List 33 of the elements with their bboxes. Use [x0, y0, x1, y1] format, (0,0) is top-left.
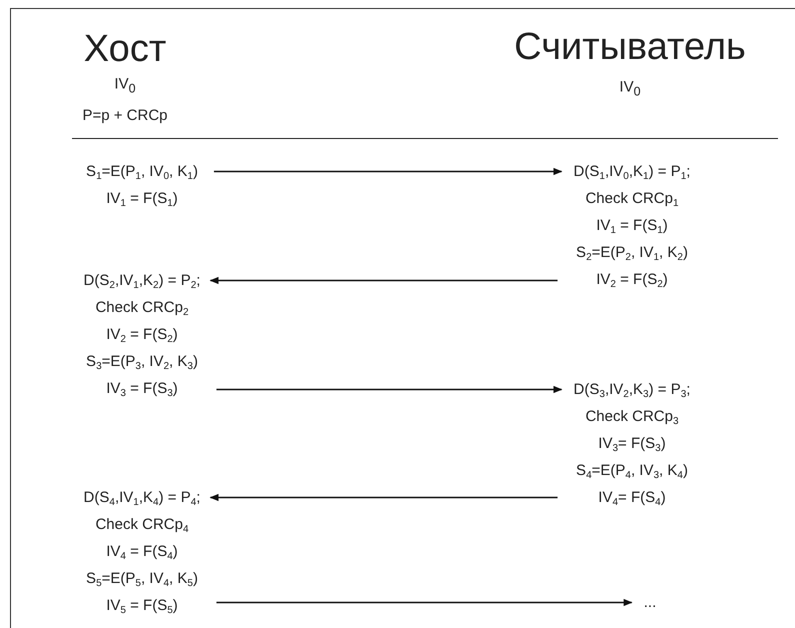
formula-text: IV$_{1}$ = F(S$_{1}$) — [106, 189, 178, 211]
formula-text: Check CRCp$_{3}$ — [585, 407, 679, 429]
formula-text: S$_{4}$=E(P$_{4}$, IV$_{3}$, K$_{4}$) — [576, 461, 688, 483]
formula-text: Check CRCp$_{1}$ — [585, 189, 679, 211]
formula-text: S$_{1}$=E(P$_{1}$, IV$_{0}$, K$_{1}$) — [86, 162, 198, 184]
arrow — [210, 494, 558, 502]
formula-text: Check CRCp$_{4}$ — [95, 515, 189, 537]
formula-text: S$_{5}$=E(P$_{5}$, IV$_{4}$, K$_{5}$) — [86, 569, 198, 591]
arrow — [210, 276, 558, 284]
column-heading: Хост — [84, 27, 166, 72]
formula-text: D(S$_{4}$,IV$_{1}$,K$_{4}$) = P$_{4}$; — [84, 488, 200, 510]
formula-text: D(S$_{1}$,IV$_{0}$,K$_{1}$) = P$_{1}$; — [574, 162, 690, 184]
formula-text: IV$_{0}$ — [619, 78, 641, 100]
formula-text: IV$_{4}$ = F(S$_{4}$) — [106, 542, 178, 564]
formula-text: IV$_{1}$ = F(S$_{1}$) — [596, 216, 668, 238]
formula-text: S$_{3}$=E(P$_{3}$, IV$_{2}$, K$_{3}$) — [86, 352, 198, 374]
column-heading: Считыватель — [514, 25, 746, 70]
formula-text: IV$_{5}$ = F(S$_{5}$) — [106, 596, 178, 618]
formula-text: IV$_{3}$ = F(S$_{3}$) — [106, 379, 178, 401]
formula-text: ... — [644, 593, 656, 613]
formula-text: D(S$_{3}$,IV$_{2}$,K$_{3}$) = P$_{3}$; — [574, 380, 690, 402]
arrow — [214, 168, 562, 176]
formula-text: P=p + CRCp — [82, 107, 168, 125]
formula-text: IV$_{2}$ = F(S$_{2}$) — [596, 270, 668, 292]
arrow — [216, 386, 562, 394]
formula-text: IV$_{4}$= F(S$_{4}$) — [598, 488, 666, 510]
formula-text: IV$_{2}$ = F(S$_{2}$) — [106, 325, 178, 347]
formula-text: S$_{2}$=E(P$_{2}$, IV$_{1}$, K$_{2}$) — [576, 243, 688, 265]
formula-text: D(S$_{2}$,IV$_{1}$,K$_{2}$) = P$_{2}$; — [84, 271, 200, 293]
formula-text: Check CRCp$_{2}$ — [95, 298, 189, 320]
formula-text: IV$_{0}$ — [114, 76, 136, 96]
formula-text: IV$_{3}$= F(S$_{3}$) — [598, 434, 666, 456]
arrow — [216, 598, 633, 606]
